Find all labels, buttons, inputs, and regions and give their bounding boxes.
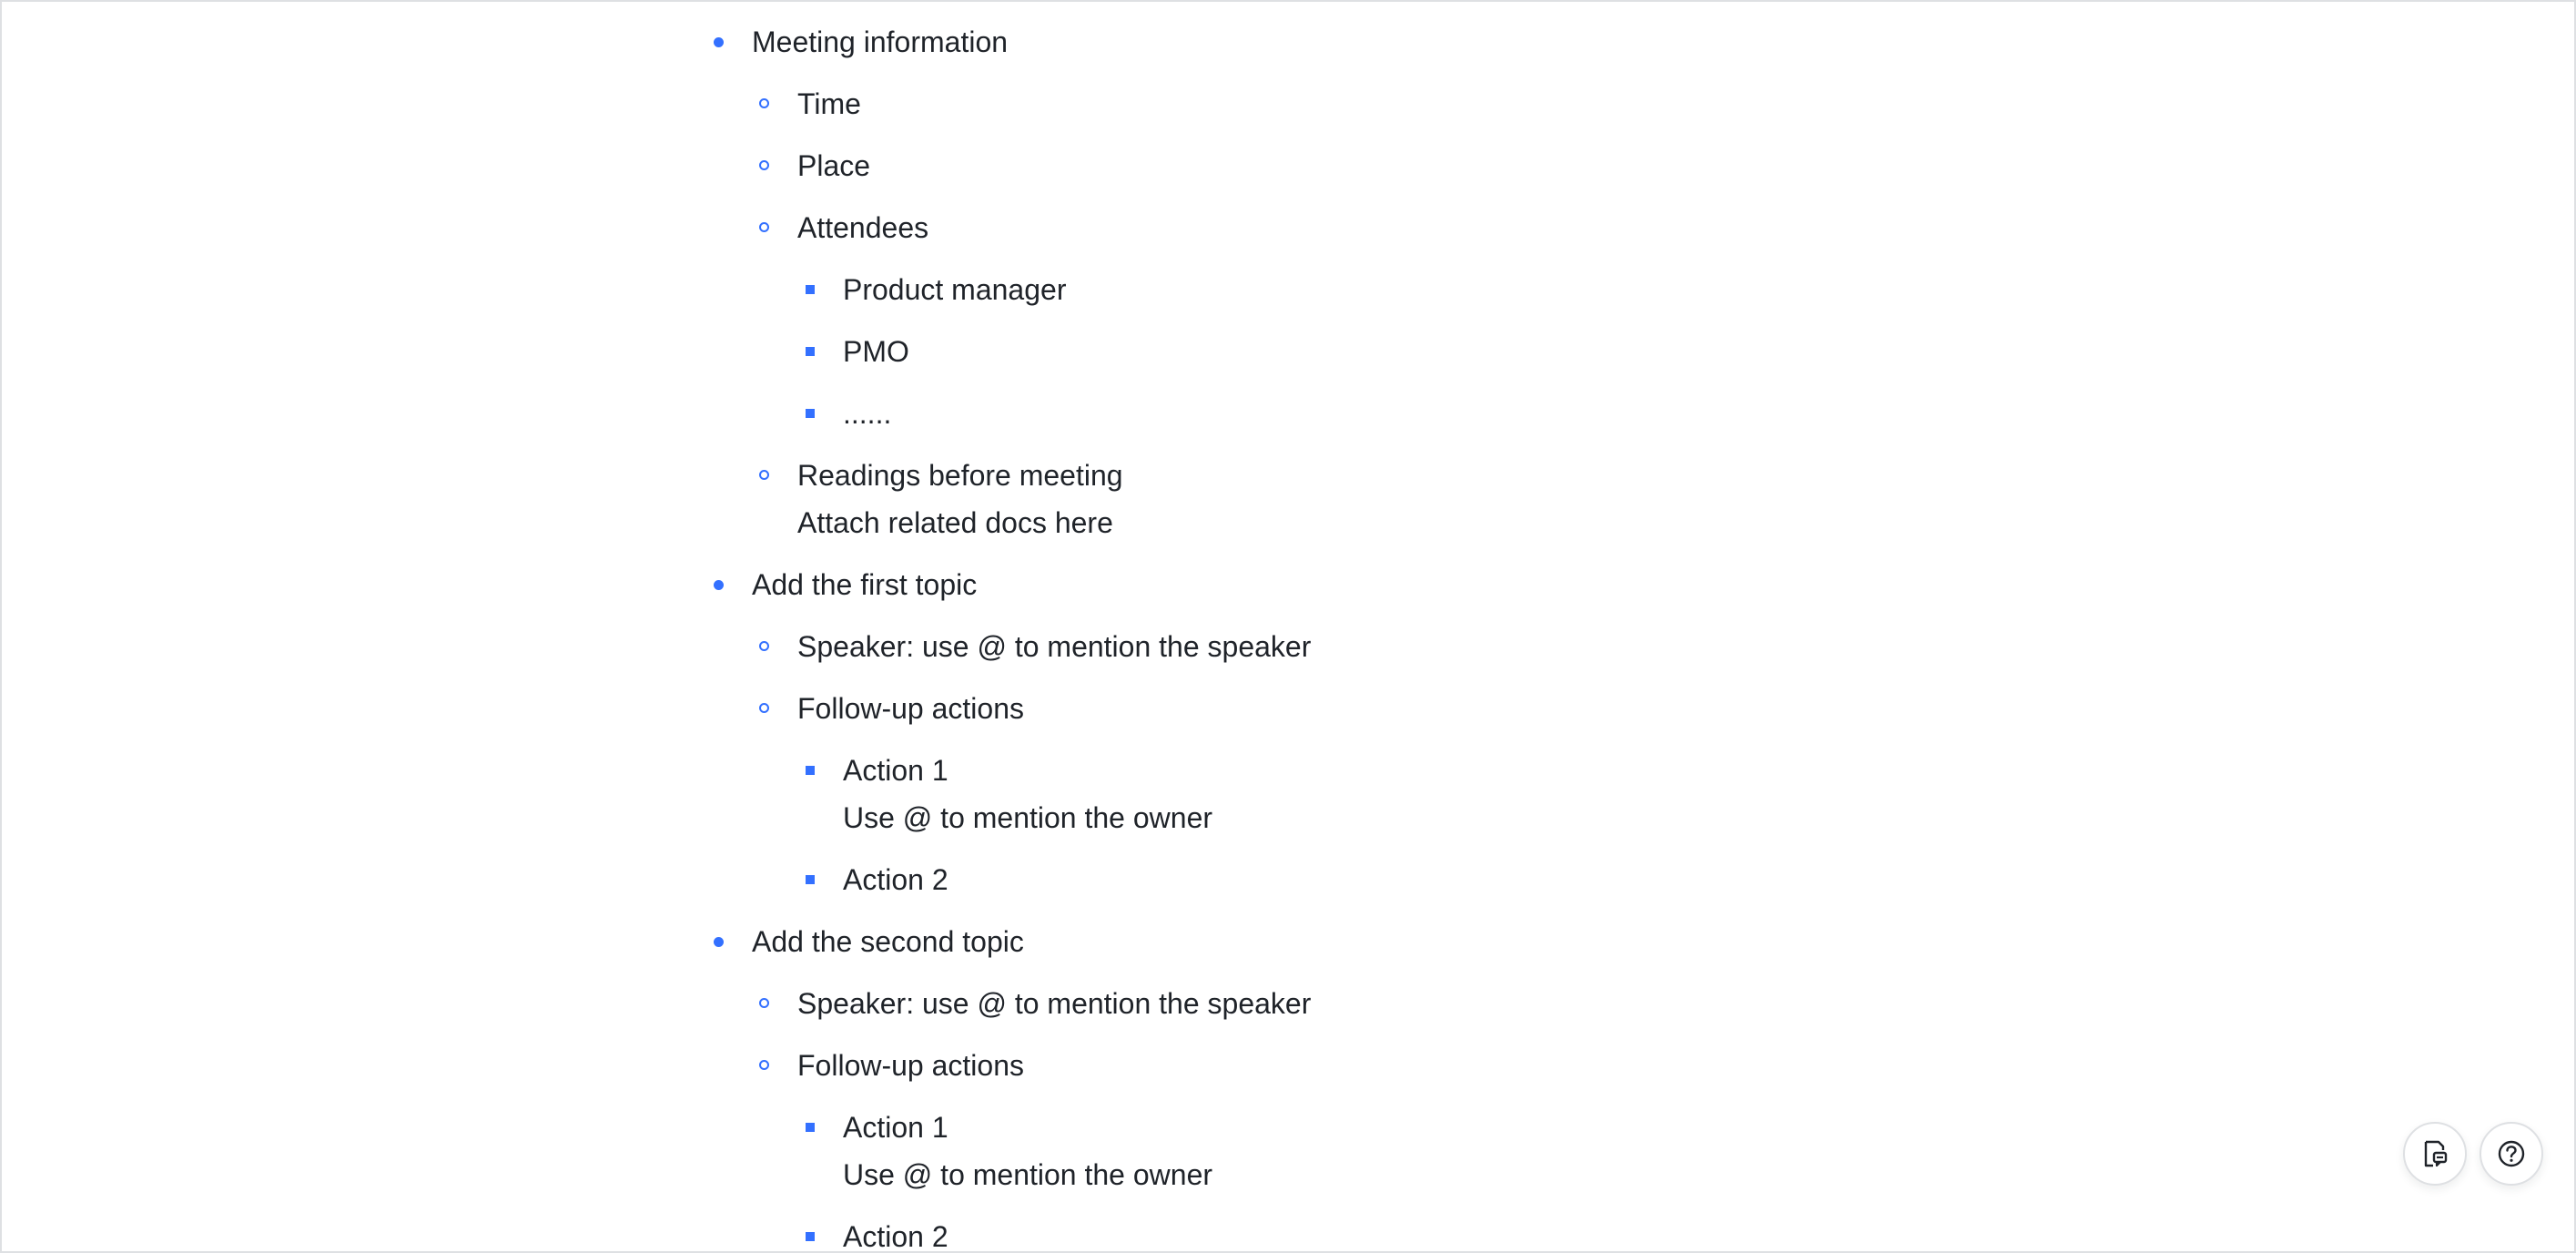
bullet-dot-icon	[714, 937, 724, 947]
bullet-circle-icon	[759, 98, 769, 108]
list-item[interactable]: Action 2	[843, 1220, 948, 1253]
list-item[interactable]: Product manager	[843, 273, 1067, 306]
list-item[interactable]: Attendees	[797, 211, 929, 244]
list-item[interactable]: Speaker: use @ to mention the speaker	[797, 987, 1312, 1020]
bullet-square-icon	[806, 766, 815, 775]
bullet-circle-icon	[759, 703, 769, 713]
bullet-square-icon	[806, 875, 815, 884]
list-item[interactable]: Time	[797, 87, 861, 120]
bullet-circle-icon	[759, 641, 769, 651]
bullet-circle-icon	[759, 222, 769, 232]
help-circle-icon	[2498, 1140, 2525, 1167]
list-item[interactable]: Action 1	[843, 754, 948, 787]
help-button[interactable]	[2480, 1122, 2543, 1186]
list-item-note[interactable]: Use @ to mention the owner	[843, 1158, 1213, 1191]
list-item[interactable]: Action 1	[843, 1111, 948, 1144]
list-item[interactable]: Follow-up actions	[797, 1049, 1024, 1082]
document-comment-icon	[2424, 1140, 2448, 1167]
list-item[interactable]: Add the second topic	[752, 925, 1024, 958]
bullet-square-icon	[806, 285, 815, 294]
list-item[interactable]: Follow-up actions	[797, 692, 1024, 725]
list-item[interactable]: Add the first topic	[752, 568, 978, 601]
list-item[interactable]: Place	[797, 149, 871, 182]
list-item[interactable]: Readings before meeting	[797, 459, 1123, 492]
list-item-note[interactable]: Attach related docs here	[797, 506, 1113, 539]
list-item[interactable]: Action 2	[843, 863, 948, 896]
list-item-note[interactable]: Use @ to mention the owner	[843, 801, 1213, 834]
list-item[interactable]: Speaker: use @ to mention the speaker	[797, 630, 1312, 663]
bullet-square-icon	[806, 1232, 815, 1241]
bullet-dot-icon	[714, 580, 724, 590]
list-item[interactable]: ......	[843, 397, 892, 430]
bullet-square-icon	[806, 347, 815, 356]
bullet-circle-icon	[759, 1060, 769, 1070]
document-comment-button[interactable]	[2403, 1122, 2467, 1186]
bullet-circle-icon	[759, 998, 769, 1008]
bullet-square-icon	[806, 409, 815, 418]
bullet-circle-icon	[759, 470, 769, 480]
bullet-dot-icon	[714, 37, 724, 47]
list-item[interactable]: PMO	[843, 335, 909, 368]
list-item[interactable]: Meeting information	[752, 25, 1009, 58]
bullet-square-icon	[806, 1123, 815, 1132]
bullet-circle-icon	[759, 160, 769, 170]
